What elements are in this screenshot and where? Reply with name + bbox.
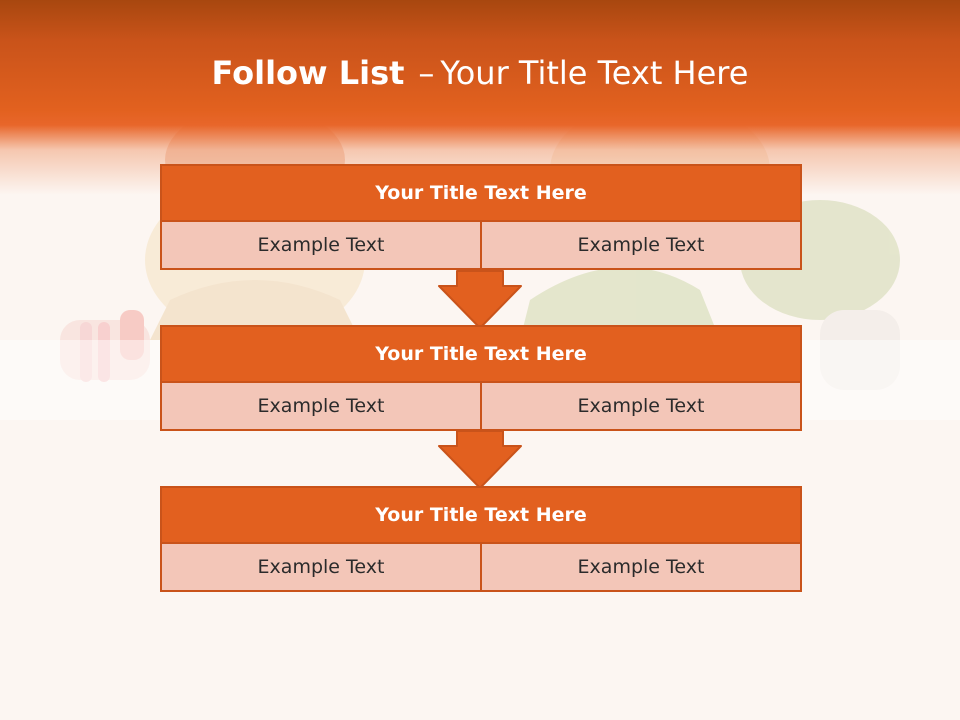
list-block-2: Your Title Text Here Example Text Exampl… (160, 325, 802, 431)
down-arrow-icon (438, 270, 522, 329)
block-cell-left: Example Text (257, 556, 385, 578)
slide-title-dash: – (418, 54, 435, 92)
block-title: Your Title Text Here (162, 327, 800, 383)
slide-title-bold: Follow List (211, 54, 405, 92)
block-cell-right: Example Text (480, 544, 800, 590)
block-title: Your Title Text Here (162, 166, 800, 222)
block-cell-left: Example Text (257, 395, 385, 417)
slide-title: Follow List–Your Title Text Here (0, 54, 960, 92)
block-cell-right: Example Text (480, 383, 800, 429)
slide-title-rest: Your Title Text Here (440, 54, 749, 92)
block-title: Your Title Text Here (162, 488, 800, 544)
down-arrow-icon (438, 430, 522, 489)
block-cell-left: Example Text (257, 234, 385, 256)
list-block-3: Your Title Text Here Example Text Exampl… (160, 486, 802, 592)
block-cell-right: Example Text (480, 222, 800, 268)
list-block-1: Your Title Text Here Example Text Exampl… (160, 164, 802, 270)
